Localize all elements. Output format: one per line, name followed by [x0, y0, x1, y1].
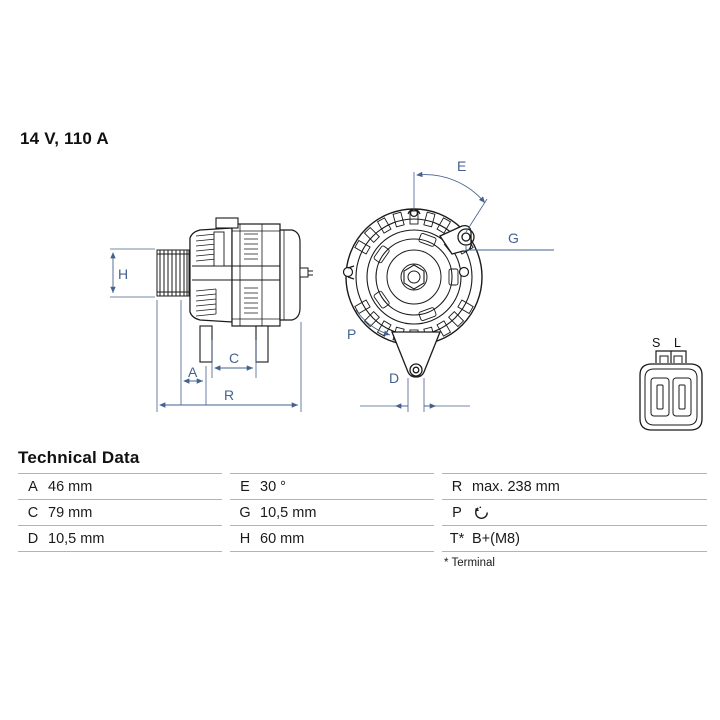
- alternator-front-view: [342, 208, 483, 378]
- connector-terminal-label-s: S: [652, 336, 661, 350]
- alternator-side-view: [156, 217, 313, 363]
- column-gap: [434, 473, 442, 500]
- row-value-h: 60 mm: [260, 525, 434, 552]
- row-key-d: D: [18, 525, 48, 552]
- row-value-a: 46 mm: [48, 473, 222, 500]
- table-row: D 10,5 mm H 60 mm T* B+(M8): [18, 525, 707, 552]
- stator-housing: [231, 223, 281, 327]
- table-row: C 79 mm G 10,5 mm P: [18, 499, 707, 526]
- dim-label-A: A: [188, 364, 198, 380]
- row-value-c: 79 mm: [48, 499, 222, 526]
- technical-drawings: H A C R: [110, 158, 554, 412]
- dim-label-H: H: [118, 266, 128, 282]
- row-key-c: C: [18, 499, 48, 526]
- row-value-p: [472, 499, 707, 526]
- rotation-counterclockwise-icon: [472, 503, 491, 522]
- row-value-g: 10,5 mm: [260, 499, 434, 526]
- plug-connector: [639, 350, 703, 431]
- column-gap: [222, 525, 230, 552]
- dim-label-P: P: [347, 326, 356, 342]
- slip-ring-end-cover: [279, 229, 313, 321]
- row-key-e: E: [230, 473, 260, 500]
- column-gap: [434, 499, 442, 526]
- column-gap: [222, 499, 230, 526]
- side-view-dimension-labels: H A C R: [118, 266, 239, 403]
- row-value-r: max. 238 mm: [472, 473, 707, 500]
- row-key-h: H: [230, 525, 260, 552]
- pulley: [156, 249, 190, 297]
- technical-data-heading: Technical Data: [18, 448, 140, 467]
- front-view-dimensions: [355, 171, 554, 412]
- row-key-r: R: [442, 473, 472, 500]
- dim-label-E: E: [457, 158, 466, 174]
- side-view-dimensions: [110, 248, 302, 412]
- connector-terminal-label-l: L: [674, 336, 681, 350]
- terminal-footnote: * Terminal: [444, 557, 495, 569]
- row-value-t: B+(M8): [472, 525, 707, 552]
- row-value-d: 10,5 mm: [48, 525, 222, 552]
- inner-spokes: [373, 233, 459, 321]
- dim-label-R: R: [224, 387, 234, 403]
- adjusting-arm: [439, 224, 475, 255]
- page-title: 14 V, 110 A: [20, 129, 109, 148]
- row-key-t: T*: [442, 525, 472, 552]
- row-key-a: A: [18, 473, 48, 500]
- column-gap: [434, 525, 442, 552]
- row-key-g: G: [230, 499, 260, 526]
- dim-label-G: G: [508, 230, 519, 246]
- front-view-dimension-labels: E G P D: [347, 158, 519, 386]
- column-gap: [222, 473, 230, 500]
- bottom-mounting-foot: [391, 331, 441, 378]
- row-value-e: 30 °: [260, 473, 434, 500]
- dim-label-C: C: [229, 350, 239, 366]
- drive-end-housing: [189, 227, 233, 323]
- row-key-p: P: [442, 499, 472, 526]
- technical-data-table: A 46 mm E 30 ° R max. 238 mm C 79 mm G 1…: [18, 473, 707, 552]
- technical-data-section: Technical Data A 46 mm E 30 ° R max. 238…: [18, 448, 707, 569]
- table-row: A 46 mm E 30 ° R max. 238 mm: [18, 473, 707, 500]
- dim-label-D: D: [389, 370, 399, 386]
